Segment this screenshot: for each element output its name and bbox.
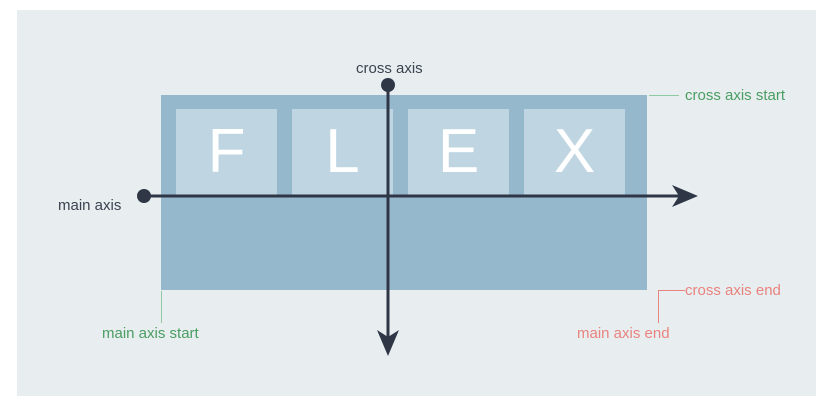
diagram-background: F L E X cross axis main axis cross axis … [17,10,816,396]
main-axis-end-leader-line [658,290,659,323]
cross-axis-end-leader-line [658,290,685,291]
main-axis-start-label: main axis start [102,325,199,342]
main-axis-label: main axis [58,197,122,214]
main-axis-end-label: main axis end [577,325,670,342]
flex-item-label: E [437,117,480,186]
flex-item-label: X [553,117,596,186]
flex-item: X [524,109,625,195]
flex-item-label: F [207,117,246,186]
flex-item: E [408,109,509,195]
flex-item: L [292,109,393,195]
cross-axis-start-label: cross axis start [685,87,786,104]
flex-container: F L E X [161,95,647,290]
cross-axis-end-label: cross axis end [685,282,781,299]
flex-item: F [176,109,277,195]
main-axis-start-leader-line [161,291,162,323]
cross-axis-start-leader-line [649,95,679,96]
cross-axis-label: cross axis [356,60,423,77]
flex-item-label: L [325,117,360,186]
